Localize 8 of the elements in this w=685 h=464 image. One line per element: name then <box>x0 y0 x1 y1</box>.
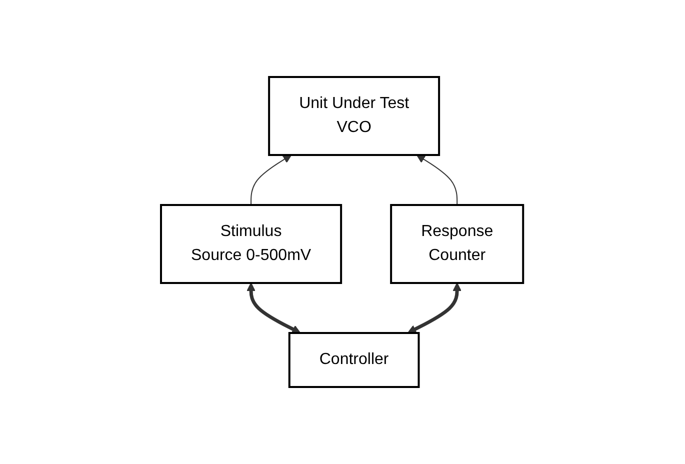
arrow <box>416 154 458 206</box>
arrow <box>247 282 302 334</box>
node-box: Response Counter <box>390 204 525 284</box>
node-box: Unit Under Test VCO <box>268 76 440 156</box>
arrow <box>250 154 292 206</box>
node-box: Controller <box>288 332 420 388</box>
arrow <box>408 282 462 334</box>
node-box: Stimulus Source 0-500mV <box>160 204 342 284</box>
